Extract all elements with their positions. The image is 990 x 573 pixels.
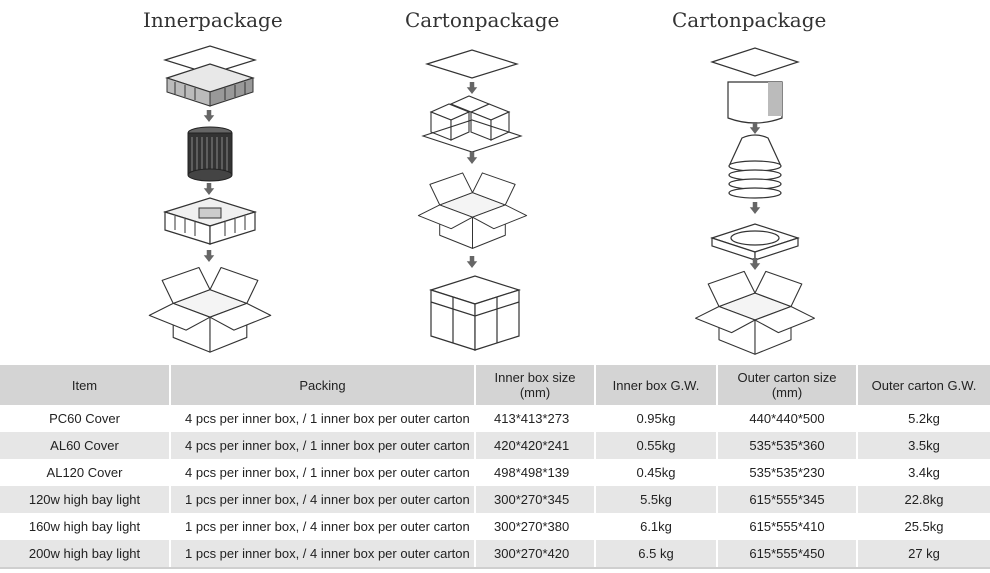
cell-outer-carton-gw: 5.2kg [908,411,940,426]
down-arrow-icon [749,202,761,214]
foam-tray-icon [162,197,258,245]
down-arrow-icon [203,183,215,195]
header-inner-box-size: Inner box size (mm) [475,365,596,405]
cell-inner-box-gw: 6.1kg [595,513,718,540]
cartonpackage-title-2: Cartonpackage [672,8,827,32]
four-inner-boxes-icon [421,95,523,153]
cell-item: AL60 Cover [0,432,171,459]
cell-packing: 4 pcs per inner box, / 1 inner box per o… [170,432,476,459]
header-outer-carton-size-label: Outer carton size [737,370,837,385]
cell-outer-carton-size: 615*555*345 [717,486,858,513]
cartonpackage-illustration-1 [417,49,528,351]
down-arrow-icon [466,152,478,164]
foam-ring-icon [710,223,800,261]
innerpackage-illustration [148,45,272,353]
carton-box-icon [694,270,816,355]
tray-icon [165,63,255,107]
cell-inner-box-size: 300*270*345 [475,486,596,513]
cell-item: 200w high bay light [0,540,171,569]
cell-outer-carton-size: 615*555*450 [717,540,858,569]
cell-inner-box-size: 420*420*241 [475,432,596,459]
sealed-carton-icon [429,275,521,351]
cartonpackage-illustration-2 [694,47,816,355]
down-arrow-icon [203,110,215,122]
lid-sheet-icon [710,47,800,77]
innerpackage-title: Innerpackage [143,8,283,32]
cell-outer-carton-gw: 3.5kg [857,432,990,459]
header-inner-box-size-label: Inner box size [494,370,576,385]
cell-packing: 1 pcs per inner box, / 4 inner box per o… [170,486,476,513]
cell-outer-carton-gw: 3.4kg [908,465,940,480]
down-arrow-icon [466,256,478,268]
down-arrow-icon [203,250,215,262]
cell-item: 160w high bay light [0,513,171,540]
down-arrow-icon [466,82,478,94]
cell-inner-box-gw: 6.5 kg [595,540,718,569]
cell-packing: 4 pcs per inner box, / 1 inner box per o… [170,459,476,486]
table-row: PC60 Cover 4 pcs per inner box, / 1 inne… [0,405,990,432]
cell-outer-carton-size: 615*555*410 [717,513,858,540]
table-row: 200w high bay light 1 pcs per inner box,… [0,540,990,569]
high-bay-light-icon [187,126,233,182]
cell-outer-carton-size: 535*535*230 [717,459,858,486]
cell-packing: 4 pcs per inner box, / 1 inner box per o… [170,405,476,432]
cell-outer-carton-gw: 22.8kg [857,486,990,513]
carton-box-icon [148,266,272,353]
packing-spec-table: Item Packing Inner box size (mm) Inner b… [0,365,990,569]
table-row: AL60 Cover 4 pcs per inner box, / 1 inne… [0,432,990,459]
header-inner-box-size-unit: (mm) [519,385,551,400]
table-row: 160w high bay light 1 pcs per inner box,… [0,513,990,540]
header-outer-carton-size: Outer carton size (mm) [717,365,858,405]
cell-inner-box-size: 300*270*380 [475,513,596,540]
cartonpackage-title-1: Cartonpackage [405,8,560,32]
down-arrow-icon [749,258,761,270]
cell-inner-box-gw: 0.45kg [595,459,718,486]
cell-inner-box-gw: 5.5kg [595,486,718,513]
header-outer-carton-gw: Outer carton G.W. [857,365,990,405]
cell-outer-carton-size: 440*440*500 [717,405,858,432]
table-row: AL120 Cover 4 pcs per inner box, / 1 inn… [0,459,990,486]
lid-sheet-icon [424,49,520,79]
cell-inner-box-size: 300*270*420 [475,540,596,569]
carton-box-icon [417,172,528,249]
cell-packing: 1 pcs per inner box, / 4 inner box per o… [170,540,476,569]
cell-inner-box-gw: 0.95kg [595,405,718,432]
cell-item: PC60 Cover [0,405,171,432]
cell-inner-box-size: 413*413*273 [475,405,596,432]
header-item: Item [0,365,171,405]
cell-inner-box-gw: 0.55kg [595,432,718,459]
cell-outer-carton-gw: 27 kg [857,540,990,569]
table-header-row: Item Packing Inner box size (mm) Inner b… [0,365,990,405]
packaging-diagram: Innerpackage Cartonpackage Cartonpackage [143,8,827,355]
cell-inner-box-size: 498*498*139 [475,459,596,486]
table-row: 120w high bay light 1 pcs per inner box,… [0,486,990,513]
stacked-covers-icon [728,134,782,199]
cell-item: AL120 Cover [0,459,171,486]
header-outer-carton-size-unit: (mm) [771,385,803,400]
cell-outer-carton-size: 535*535*360 [717,432,858,459]
header-inner-box-gw: Inner box G.W. [595,365,718,405]
cell-item: 120w high bay light [0,486,171,513]
header-packing: Packing [170,365,476,405]
cell-packing: 1 pcs per inner box, / 4 inner box per o… [170,513,476,540]
cell-outer-carton-gw: 25.5kg [904,519,944,534]
cover-bag-icon [727,81,783,124]
down-arrow-icon [749,122,761,134]
